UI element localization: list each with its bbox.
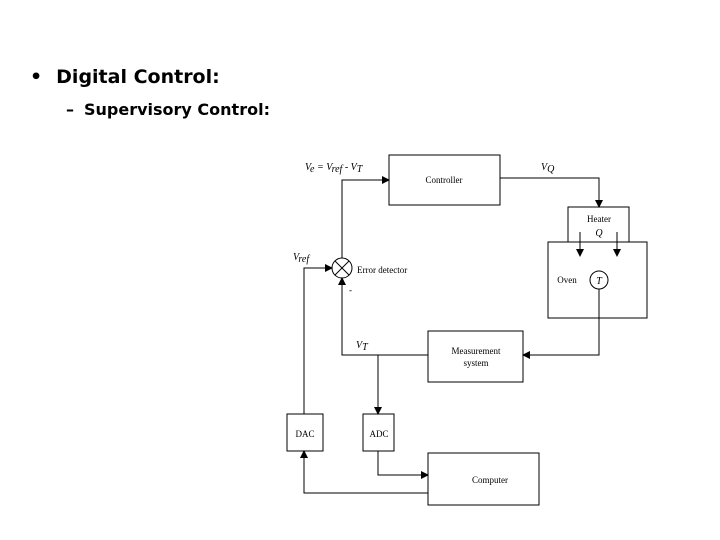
minus-sign: - <box>349 285 352 295</box>
vt-feedback-line <box>338 277 428 356</box>
error-detector-label: Error detector <box>357 265 407 275</box>
sub-marker: – <box>66 100 74 119</box>
computer-to-dac-line <box>300 450 428 494</box>
computer-label: Computer <box>472 475 508 485</box>
adc-label: ADC <box>369 429 388 439</box>
error-equation: Ve = Vref - VT <box>305 162 364 175</box>
dac-label: DAC <box>295 429 314 439</box>
computer-box <box>427 452 540 506</box>
sensor-line <box>522 289 600 359</box>
measurement-label-2: system <box>463 358 488 368</box>
oven-box <box>547 241 648 319</box>
measurement-box <box>427 330 524 383</box>
bullet-marker: • <box>30 66 43 88</box>
oven-label: Oven <box>557 275 577 285</box>
vq-line <box>500 177 603 208</box>
heading-text: Digital Control: <box>56 66 220 88</box>
vt-label: VT <box>356 340 369 353</box>
vref-line <box>303 264 333 414</box>
subheading-text: Supervisory Control: <box>84 100 270 119</box>
oven-t-label: T <box>596 276 603 287</box>
sub-bullet: –Supervisory Control: <box>66 100 270 119</box>
error-signal-line <box>341 176 390 258</box>
heater-label: Heater <box>587 214 611 224</box>
controller-label: Controller <box>426 175 463 185</box>
measurement-label-1: Measurement <box>452 346 501 356</box>
heater-q-label: Q <box>595 228 603 239</box>
vq-label: VQ <box>541 162 555 175</box>
bullet-heading: • Digital Control: <box>30 66 220 88</box>
adc-to-computer-line <box>377 451 429 479</box>
vref-label: Vref <box>293 252 310 265</box>
